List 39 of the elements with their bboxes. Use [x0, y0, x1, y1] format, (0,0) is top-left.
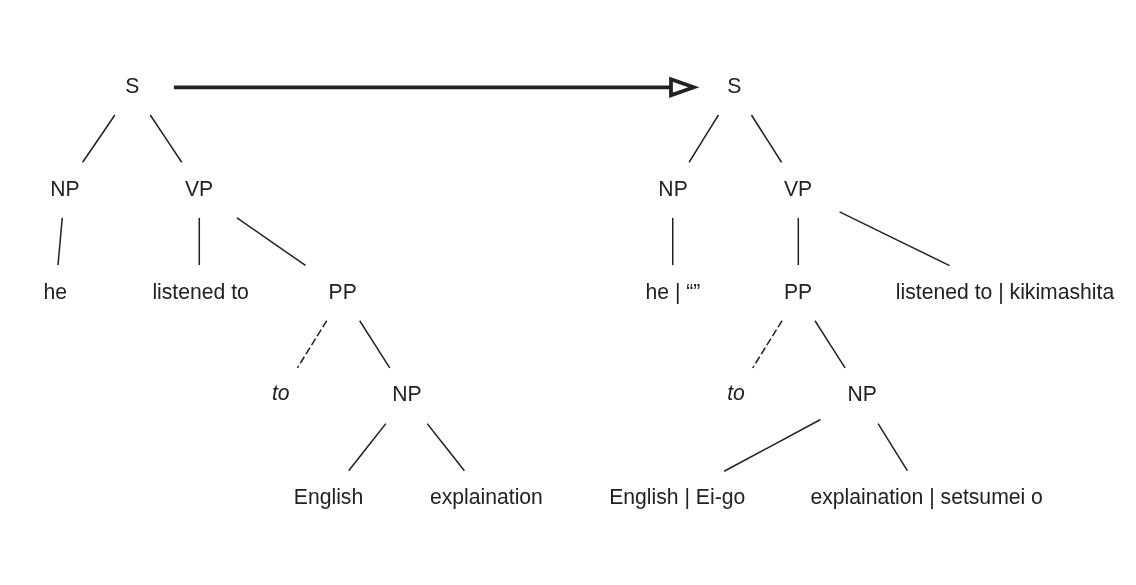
node-text: he [43, 279, 68, 303]
node-text: NP [847, 381, 877, 405]
connector [198, 216, 201, 266]
connector [347, 422, 387, 472]
node-text: NP [50, 176, 80, 200]
node-text: PP [783, 279, 813, 303]
connector [751, 319, 783, 369]
connector [236, 216, 307, 266]
node-text: to [727, 380, 745, 404]
connector [688, 113, 720, 163]
connector [877, 422, 909, 472]
connector [750, 113, 783, 163]
connector [838, 210, 951, 266]
connector [672, 216, 674, 266]
connector [426, 422, 466, 472]
connector [81, 113, 116, 163]
connector [358, 319, 391, 369]
connector [797, 216, 800, 266]
node-text: VP [184, 176, 214, 200]
node-text: explaination [429, 484, 543, 508]
node-text: listened to | kikimashita [895, 279, 1115, 303]
node-text: S [125, 73, 140, 97]
node-text: he | “” [645, 279, 701, 303]
connector [296, 319, 328, 369]
arrow [173, 76, 700, 98]
node-text: PP [328, 279, 357, 303]
connector [723, 418, 822, 472]
node-text: VP [783, 176, 813, 200]
node-text: English [293, 484, 364, 508]
connector [149, 113, 183, 163]
node-text: explaination | setsumei o [810, 484, 1043, 508]
node-text: NP [392, 381, 422, 405]
connector [814, 319, 846, 369]
connector [57, 216, 64, 266]
node-text: English | Ei-go [609, 484, 746, 508]
node-text: listened to [152, 279, 249, 303]
node-text: to [271, 380, 290, 404]
node-text: S [727, 73, 742, 97]
node-text: NP [658, 176, 688, 200]
